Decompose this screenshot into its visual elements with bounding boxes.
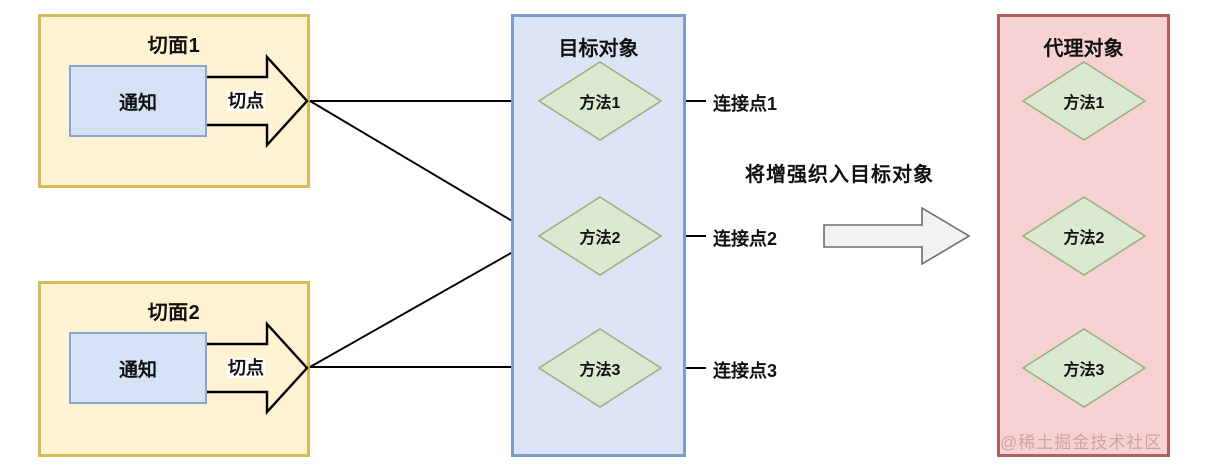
diamond-shape-icon	[537, 61, 663, 141]
right-block-arrow-icon	[823, 206, 971, 266]
pointcut-arrow-shape-1	[207, 53, 309, 149]
advice-label-2: 通知	[118, 359, 157, 381]
watermark: @稀土掘金技术社区	[1000, 433, 1163, 452]
proxy-method-3[interactable]: 方法3	[1021, 328, 1147, 408]
joinpoint-label-1: 连接点1	[713, 94, 778, 114]
joinpoint-label-2: 连接点2	[713, 229, 778, 249]
line-aspect2-to-method2	[309, 239, 535, 368]
target-method-3[interactable]: 方法3	[537, 328, 663, 408]
proxy-method-2[interactable]: 方法2	[1021, 196, 1147, 276]
diamond-shape-icon	[1021, 196, 1147, 276]
aspect-title-2: 切面2	[147, 302, 201, 324]
pointcut-arrow-1	[205, 53, 309, 149]
target-method-1[interactable]: 方法1	[537, 61, 663, 141]
diamond-shape-icon	[1021, 61, 1147, 141]
pointcut-arrow-shape-2	[207, 320, 309, 416]
weave-caption: 将增强织入目标对象	[745, 164, 934, 186]
target-object-title: 目标对象	[558, 38, 639, 60]
proxy-method-1[interactable]: 方法1	[1021, 61, 1147, 141]
advice-box-2[interactable]: 通知	[69, 332, 207, 404]
diamond-shape-icon	[537, 196, 663, 276]
diamond-shape-icon	[1021, 328, 1147, 408]
aspect-title-1: 切面1	[147, 35, 201, 57]
pointcut-arrow-2	[205, 320, 309, 416]
joinpoint-label-3: 连接点3	[713, 361, 778, 381]
pointcut-label-1: 切点	[227, 91, 265, 111]
line-aspect1-to-method2	[309, 100, 535, 235]
diamond-shape-icon	[537, 328, 663, 408]
pointcut-label-2: 切点	[227, 358, 265, 378]
weave-arrow	[822, 206, 972, 266]
aspect-box-2[interactable]: 切面2 通知 切点	[38, 281, 310, 457]
advice-box-1[interactable]: 通知	[69, 65, 207, 137]
proxy-object-title: 代理对象	[1043, 38, 1124, 60]
target-method-2[interactable]: 方法2	[537, 196, 663, 276]
aspect-box-1[interactable]: 切面1 通知 切点	[38, 14, 310, 188]
advice-label-1: 通知	[118, 92, 157, 114]
